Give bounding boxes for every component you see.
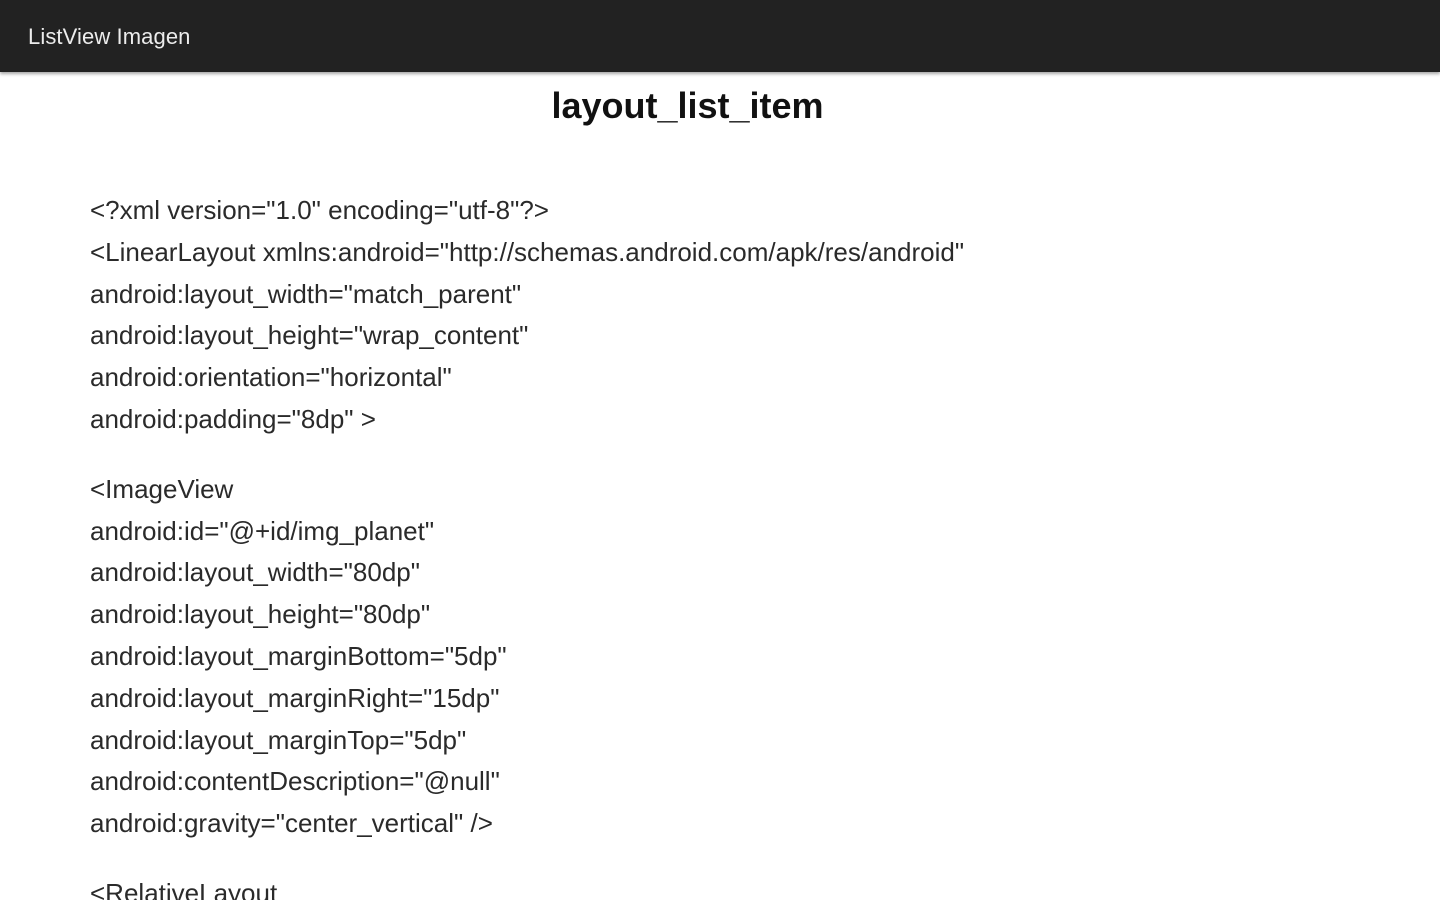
code-line: android:gravity="center_vertical" />	[90, 808, 493, 839]
code-line: android:layout_marginTop="5dp"	[90, 724, 467, 755]
action-bar: ListView Imagen	[0, 0, 1440, 72]
code-group-linearlayout: <?xml version="1.0" encoding="utf-8"?> <…	[90, 190, 1390, 441]
code-line: android:padding="8dp" >	[90, 403, 376, 434]
code-line: android:layout_marginRight="15dp"	[90, 682, 500, 713]
code-line: <RelativeLayout	[90, 877, 278, 900]
code-line: android:contentDescription="@null"	[90, 766, 500, 797]
code-line: android:layout_width="match_parent"	[90, 278, 522, 309]
scroll-content[interactable]: layout_list_item <?xml version="1.0" enc…	[0, 72, 1440, 900]
code-line: android:orientation="horizontal"	[90, 362, 452, 393]
code-line: <LinearLayout xmlns:android="http://sche…	[90, 236, 965, 267]
code-line: android:layout_width="80dp"	[90, 557, 420, 588]
app-title: ListView Imagen	[28, 24, 191, 49]
code-listing: <?xml version="1.0" encoding="utf-8"?> <…	[90, 190, 1390, 900]
code-group-relativelayout: <RelativeLayout	[90, 873, 1390, 900]
page-title: layout_list_item	[551, 85, 824, 126]
code-group-imageview: <ImageView android:id="@+id/img_planet" …	[90, 469, 1390, 845]
code-line: <?xml version="1.0" encoding="utf-8"?>	[90, 195, 549, 225]
code-line: android:layout_height="80dp"	[90, 599, 431, 630]
code-line: android:id="@+id/img_planet"	[90, 515, 435, 546]
code-line: android:layout_marginBottom="5dp"	[90, 640, 507, 671]
code-line: android:layout_height="wrap_content"	[90, 320, 529, 351]
code-line: <ImageView	[90, 473, 234, 504]
